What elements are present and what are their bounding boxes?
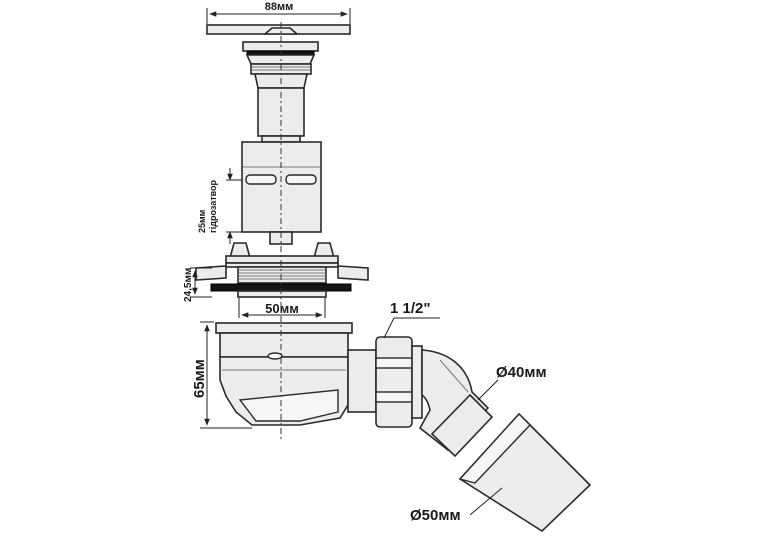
thread-size-callout: 1 1/2" [383, 300, 440, 339]
label-body-height: 65мм [191, 359, 208, 398]
dimension-outlet: 50мм [238, 298, 326, 318]
label-water-seal-caption: гідрозатвор [208, 179, 218, 233]
pipe-large-callout: Ø50мм [410, 487, 503, 524]
dimension-top-width: 88мм [206, 1, 351, 24]
pipe-50mm [458, 412, 592, 533]
drain-cover [206, 24, 351, 56]
union-nut [347, 336, 423, 428]
label-thread-height: 24,5мм [183, 268, 194, 302]
label-top-width: 88мм [265, 1, 294, 13]
label-water-seal: 25мм гідрозатвор [197, 179, 218, 233]
label-pipe-large: Ø50мм [410, 507, 461, 524]
trap-body [215, 322, 353, 426]
label-thread-size: 1 1/2" [390, 300, 430, 317]
label-pipe-small: Ø40мм [496, 364, 547, 381]
dimension-water-seal: 25мм гідрозатвор [197, 168, 242, 244]
label-water-seal-value: 25мм [197, 209, 207, 233]
pipe-small-callout: Ø40мм [477, 364, 547, 401]
dimension-thread-height: 24,5мм [183, 267, 212, 302]
label-outlet-diameter: 50мм [265, 301, 299, 316]
pipe-40mm [430, 393, 494, 458]
flange-assembly [195, 242, 369, 298]
dimension-body-height: 65мм [191, 321, 252, 429]
